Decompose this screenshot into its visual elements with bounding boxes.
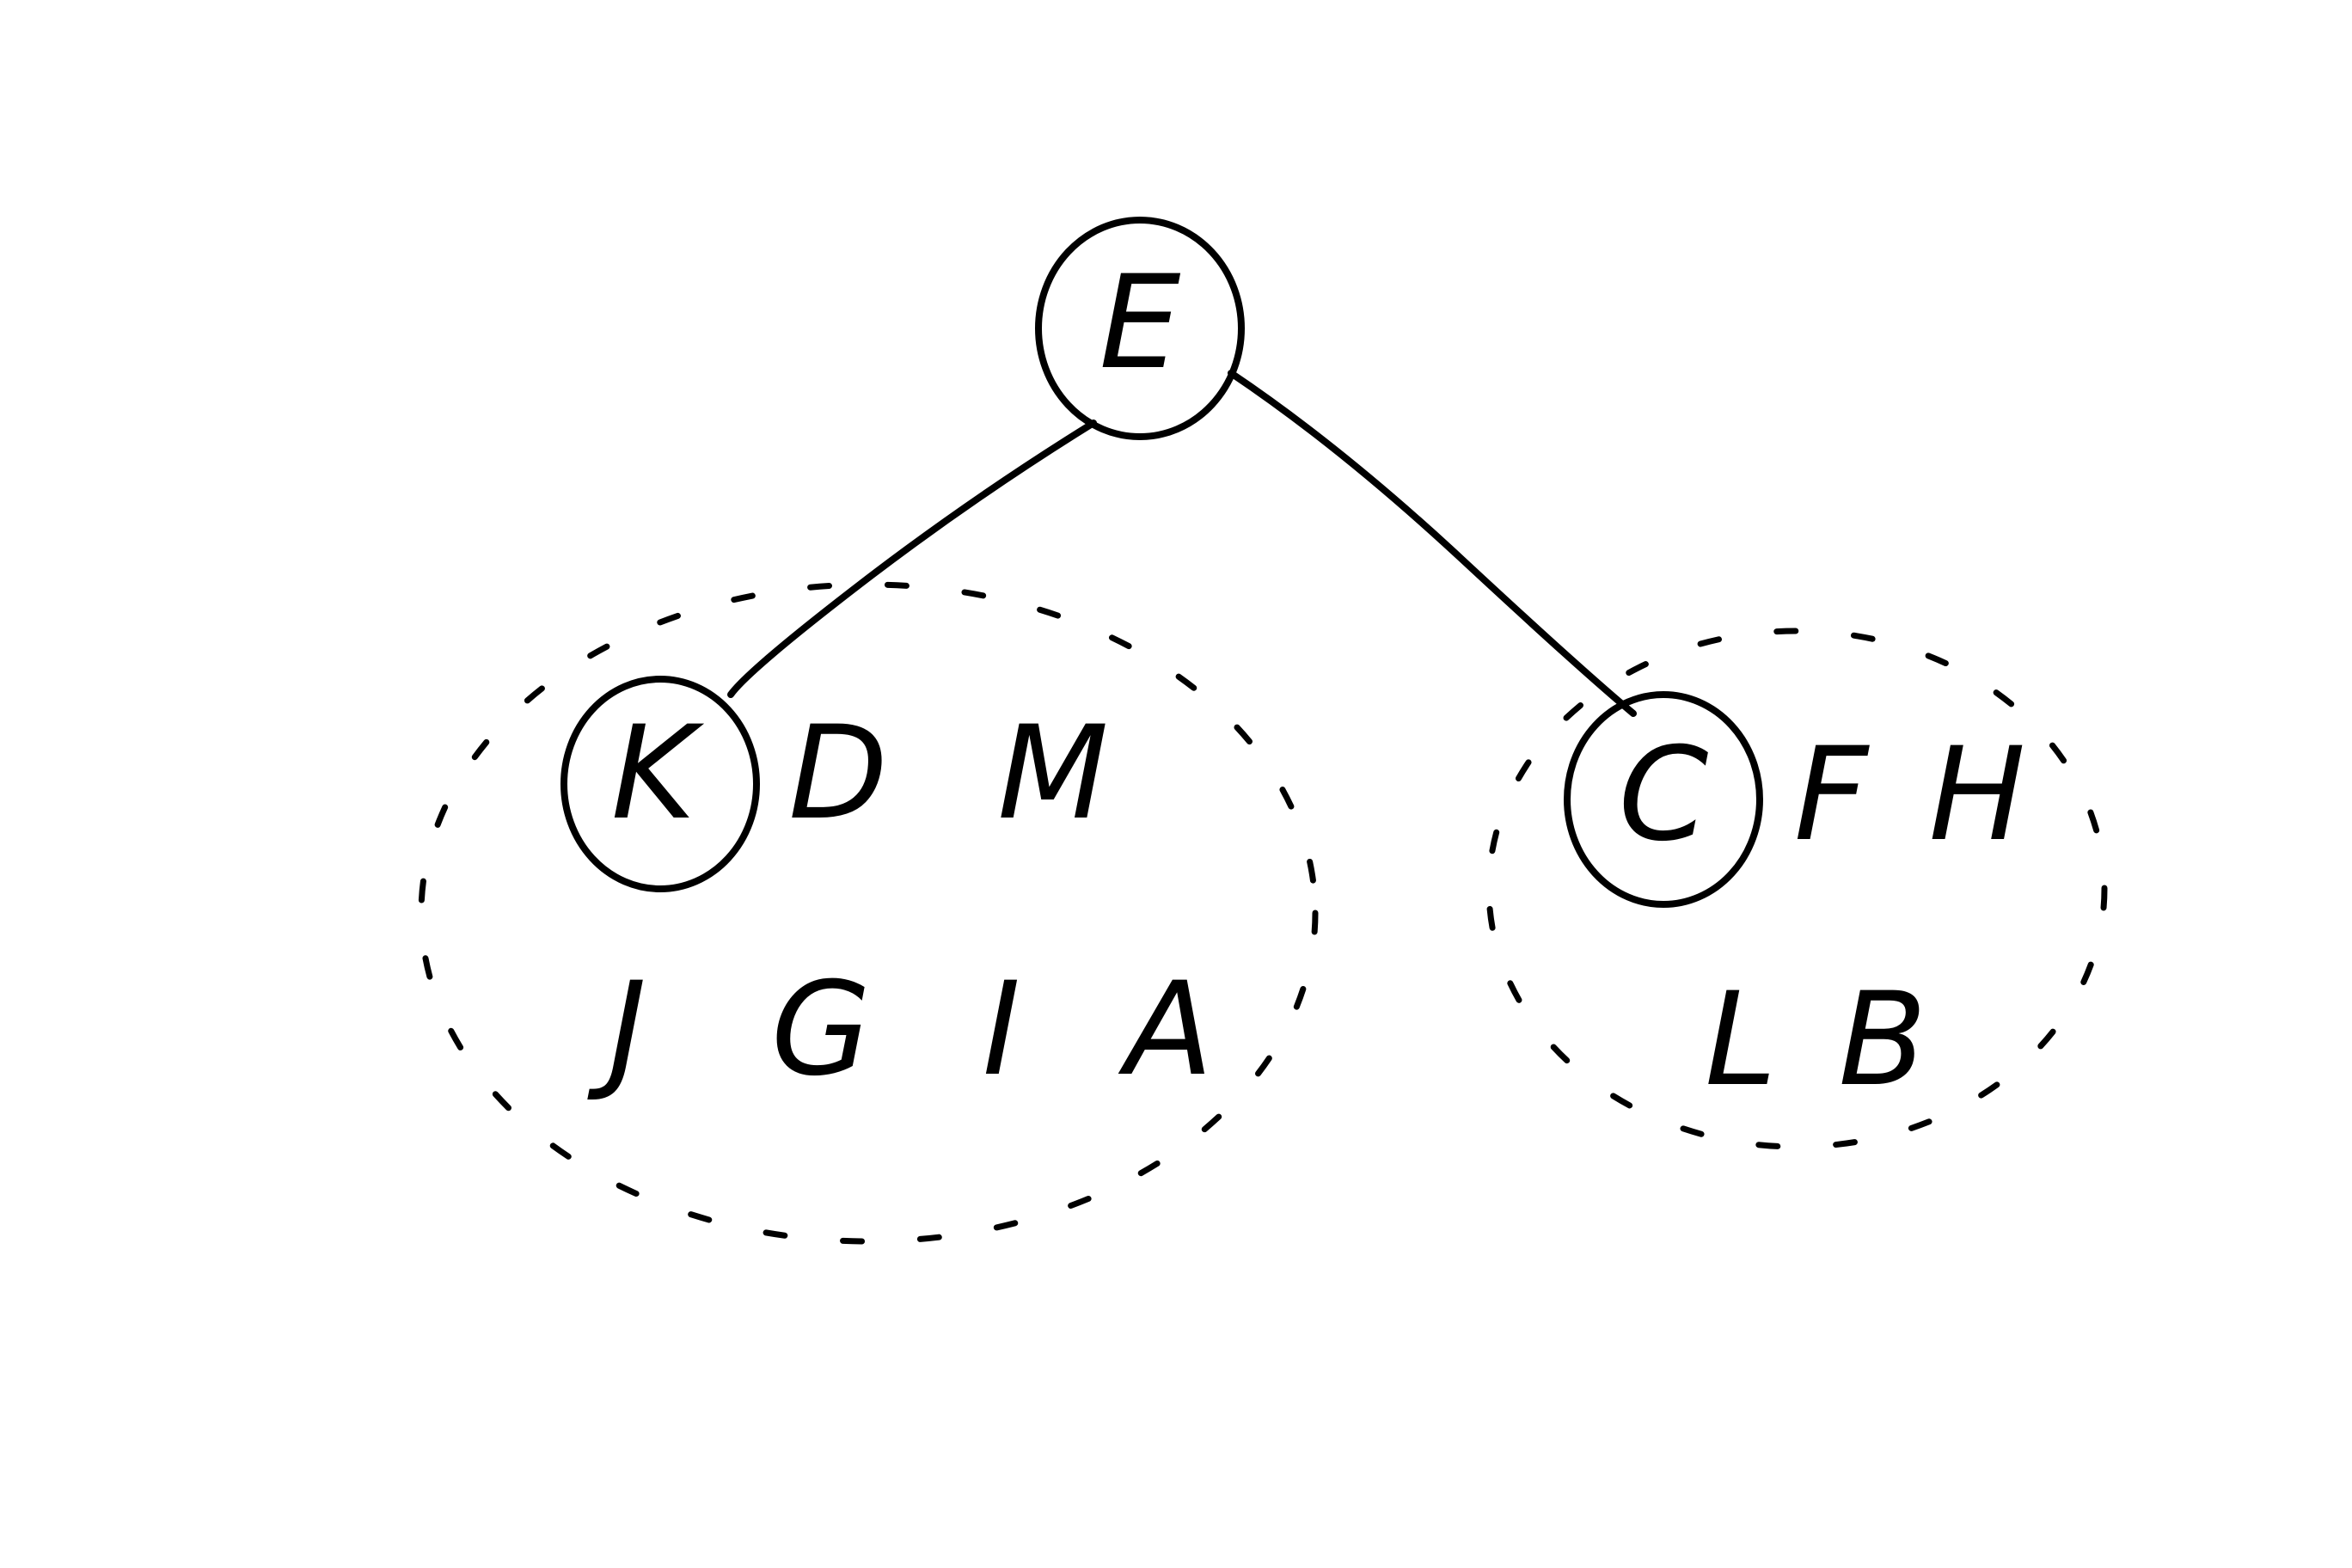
set-member-k: K bbox=[611, 699, 705, 848]
left-representative-circle bbox=[560, 676, 760, 892]
edge-root-to-c bbox=[1228, 370, 1637, 717]
set-member-h: H bbox=[1929, 720, 2026, 870]
set-member-b: B bbox=[1839, 965, 1927, 1115]
set-member-m: M bbox=[997, 699, 1108, 848]
set-member-l: L bbox=[1705, 965, 1777, 1115]
set-member-i: I bbox=[983, 955, 1020, 1105]
right-set-boundary bbox=[1485, 628, 2108, 1150]
set-member-j: J bbox=[587, 955, 646, 1105]
set-member-c: C bbox=[1619, 720, 1709, 870]
root-node-label: E bbox=[1099, 248, 1181, 398]
right-representative-circle bbox=[1564, 691, 1763, 908]
set-member-d: D bbox=[788, 699, 888, 848]
set-member-a: A bbox=[1118, 955, 1214, 1105]
set-member-g: G bbox=[771, 955, 871, 1105]
root-node-circle bbox=[1035, 217, 1245, 440]
edge-root-to-k bbox=[727, 420, 1097, 698]
set-member-f: F bbox=[1794, 720, 1871, 870]
left-set-boundary bbox=[418, 581, 1319, 1245]
